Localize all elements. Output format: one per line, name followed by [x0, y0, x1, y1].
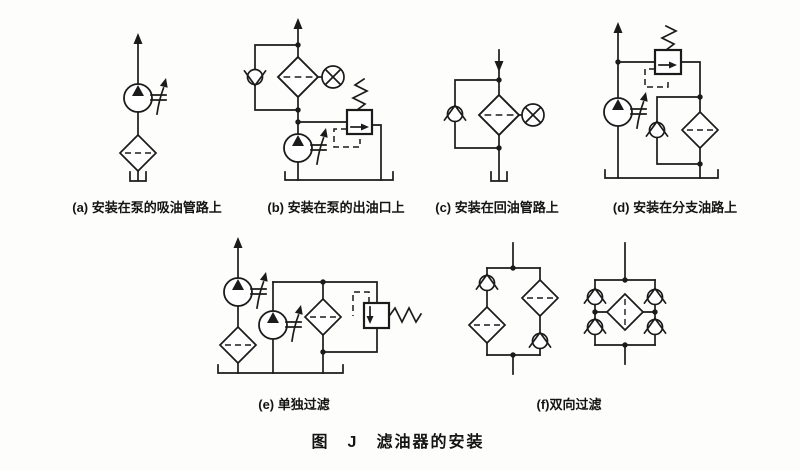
panel-a-label: (a) 安装在泵的吸油管路上: [72, 200, 222, 215]
junction-dot: [496, 145, 502, 151]
filter-icon: [478, 94, 520, 136]
filter-icon: [119, 134, 157, 172]
filter-icon: [468, 306, 506, 344]
flow-arrow-icon: [613, 22, 623, 33]
clogging-indicator-icon: [321, 65, 345, 89]
panel-e-label: (e) 单独过滤: [258, 397, 330, 412]
junction-dot: [320, 279, 326, 285]
junction-dot: [697, 94, 703, 100]
filter-icon: [219, 326, 257, 364]
pump-icon: [603, 91, 649, 129]
filter-icon: [606, 293, 644, 331]
spring-icon: [351, 77, 369, 112]
diagram-c-schematic: [443, 49, 545, 182]
flow-arrow-icon: [133, 33, 143, 44]
junction-dot: [622, 342, 628, 348]
pilot-line: [644, 68, 669, 88]
panel-d-label: (d) 安装在分支油路上: [612, 200, 738, 215]
filter-icon: [277, 56, 319, 98]
check-valve-icon: [583, 287, 607, 306]
check-valve-icon: [528, 331, 552, 350]
filter-icon: [521, 279, 559, 317]
return-line: [371, 124, 382, 181]
flow-arrow-icon: [494, 61, 504, 72]
filter-icon: [681, 111, 719, 149]
relief-valve-icon: [345, 108, 374, 136]
junction-dot: [615, 59, 621, 65]
diagram-f-right-schematic: [583, 242, 667, 365]
spring-icon: [660, 24, 678, 52]
pump-icon: [283, 127, 329, 165]
junction-dot: [510, 265, 516, 271]
junction-dot: [652, 309, 658, 315]
junction-dot: [295, 107, 301, 113]
relief-arrow-head: [366, 316, 374, 324]
panel-b-label: (b) 安装在泵的出油口上: [267, 200, 405, 215]
pilot-line: [333, 128, 361, 148]
pilot-line: [352, 291, 370, 316]
junction-dot: [697, 161, 703, 167]
clogging-indicator-icon: [521, 103, 545, 127]
diagram-b-schematic: [243, 18, 394, 181]
pipe-line: [272, 281, 378, 304]
check-valve-icon: [475, 273, 499, 292]
diagram-a-schematic: [119, 33, 169, 182]
tank-icon: [284, 171, 394, 181]
check-valve-icon: [643, 287, 667, 306]
junction-dot: [320, 349, 326, 355]
junction-dot: [295, 42, 301, 48]
diagram-f-left-schematic: [468, 242, 559, 375]
relief-arrow-head: [669, 61, 677, 69]
tank-icon: [604, 169, 719, 179]
check-valve-icon: [583, 317, 607, 336]
junction-dot: [622, 277, 628, 283]
junction-dot: [510, 352, 516, 358]
diagram-d-schematic: [603, 22, 719, 179]
check-valve-icon: [443, 104, 467, 123]
figure-caption: 图 J 滤油器的安装: [311, 434, 485, 451]
check-valve-icon: [645, 120, 669, 139]
pump-icon: [258, 304, 304, 342]
pump-icon: [123, 77, 169, 115]
check-valve-icon: [643, 317, 667, 336]
flow-arrow-icon: [293, 18, 303, 29]
check-valve-icon: [243, 68, 267, 87]
diagram-e-schematic: [217, 237, 423, 374]
relief-arrow-head: [361, 123, 369, 131]
flow-arrow-icon: [233, 237, 243, 248]
spring-icon: [388, 306, 423, 324]
panel-f-label: (f)双向过滤: [536, 397, 602, 412]
junction-dot: [295, 119, 301, 125]
tank-icon: [217, 364, 344, 374]
junction-dot: [496, 77, 502, 83]
relief-valve-icon: [653, 48, 683, 76]
junction-dot: [592, 309, 598, 315]
pump-icon: [223, 271, 269, 309]
return-line: [322, 327, 378, 353]
filter-icon: [304, 298, 342, 336]
relief-valve-icon: [362, 301, 391, 330]
panel-c-label: (c) 安装在回油管路上: [435, 200, 559, 215]
